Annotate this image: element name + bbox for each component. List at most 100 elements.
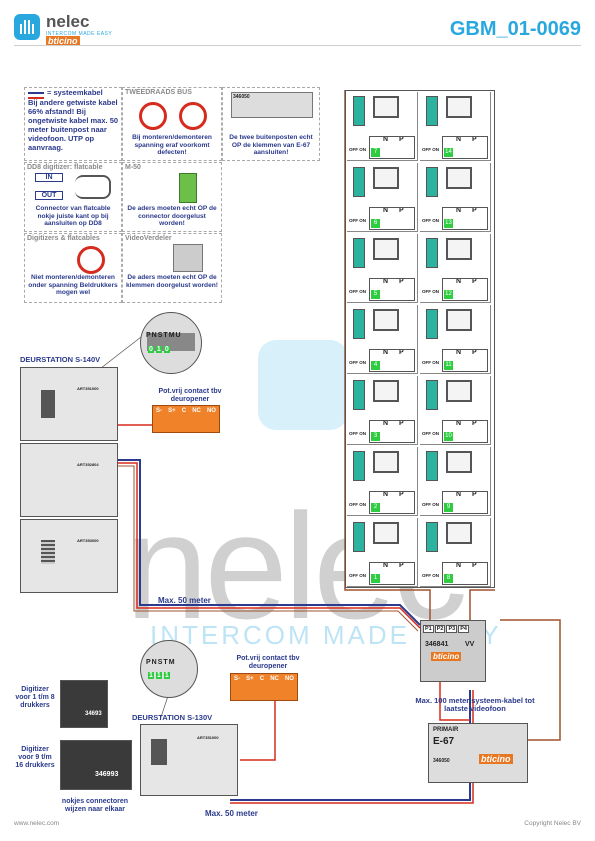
monitor-np-p: P [399, 278, 404, 285]
videoverdeler-title: VideoVerdeler [125, 235, 172, 242]
dd8-title: DD8 digitizer: flatcable [27, 164, 103, 171]
wire-top-red [100, 462, 421, 629]
door-top-label: DEURSTATION S-140V [20, 355, 101, 364]
door-bottom-values: 1 1 1 [148, 672, 170, 679]
monitor-np-p: P [472, 420, 477, 427]
footer-copyright: Copyright Nelec BV [524, 820, 581, 827]
monitor-floor-number: 5 [371, 290, 380, 299]
splitter-vv: VV [465, 641, 475, 648]
door-top-module-3-code: ART353000 [77, 538, 99, 543]
monitor-np-n: N [383, 136, 389, 143]
contact-bottom-c: C [259, 676, 265, 682]
monitor-floor-number: 9 [444, 503, 453, 512]
monitor-screen [373, 238, 399, 260]
monitor-switch: OFF ON [349, 431, 366, 436]
monitor-floor-number: 1 [371, 574, 380, 583]
monitor-terminal-strip [426, 522, 438, 552]
monitor-terminal-strip [426, 309, 438, 339]
door-bottom-term-s: S [157, 659, 163, 666]
door-bottom-zoom [140, 640, 198, 698]
dd8-in-label: IN [35, 173, 63, 182]
monitor-np-n: N [383, 349, 389, 356]
door-top-module-1-code: ART351000 [77, 386, 99, 391]
monitor-screen [446, 380, 472, 402]
door-bottom-contact-label: Pot.vrij contact tbv deuropener [236, 655, 300, 670]
tweedraads-text: Bij monteren/demonteren spanning eraf vo… [132, 134, 212, 156]
monitor-screen [446, 238, 472, 260]
monitor-np-n: N [456, 491, 462, 498]
panel-digitizers: Digitizers & flatcables Niet monteren/de… [24, 233, 122, 303]
monitor-screen [373, 522, 399, 544]
monitor-np-n: N [456, 136, 462, 143]
monitor-np-p: P [472, 278, 477, 285]
monitor-np-box [369, 278, 415, 301]
monitor-switch: OFF ON [349, 502, 366, 507]
monitor-np-box [369, 562, 415, 585]
panel-dd8: DD8 digitizer: flatcable IN OUT Connecto… [24, 162, 122, 232]
tweedraads-title: TWEEDRAADS BUS [125, 89, 192, 96]
monitor-np-box [442, 420, 488, 443]
monitor-switch: OFF ON [349, 218, 366, 223]
monitor-terminal-strip [353, 522, 365, 552]
no-plug-icon [179, 102, 207, 130]
footer-website: www.nelec.com [14, 820, 60, 827]
door-bottom-module-code: ART351000 [197, 735, 219, 740]
monitor-np-n: N [456, 349, 462, 356]
monitor-floor-number: 11 [444, 361, 453, 370]
monitor-np-box [442, 491, 488, 514]
monitor-screen [373, 451, 399, 473]
panel-buitenposten: 346050 De twee buitenposten echt OP de k… [222, 87, 320, 161]
monitor-np-p: P [399, 562, 404, 569]
panel-m50: M-50 De aders moeten echt OP de connecto… [122, 162, 222, 232]
monitor-np-box [442, 562, 488, 585]
monitor-floor-number: 3 [371, 432, 380, 441]
monitor-screen [373, 96, 399, 118]
power-model: E-67 [433, 736, 455, 747]
monitor-np-p: P [399, 349, 404, 356]
monitor-switch: OFF ON [422, 289, 439, 294]
wire-splitter-right [469, 589, 495, 622]
contact-top-c: C [181, 408, 187, 414]
door-bottom-val-1: 1 [155, 672, 162, 679]
door-top-contact-block: S- S+ C NC NO [152, 405, 220, 433]
monitor-switch: OFF ON [422, 502, 439, 507]
monitor-np-box [442, 349, 488, 372]
monitor-screen [446, 96, 472, 118]
door-top-term-u: U [175, 332, 181, 339]
buitenposten-text: De twee buitenposten echt OP de klemmen … [229, 134, 313, 156]
brand-tagline: INTERCOM MADE EASY [46, 31, 113, 37]
contact-bottom-s-minus: S- [234, 676, 241, 682]
monitor-np-box [369, 207, 415, 230]
partner-logo: bticino [46, 36, 80, 46]
monitor-screen [373, 167, 399, 189]
keypad-icon [41, 390, 55, 418]
wire-power-back [500, 619, 561, 741]
door-top-values: 0 1 0 [148, 346, 170, 353]
no-hand-icon [77, 246, 105, 274]
monitor-np-n: N [456, 562, 462, 569]
dd8-text: Connector van flatcable nokje juiste kan… [35, 205, 111, 227]
digitizer-note: nokjes connectoren wijzen naar elkaar [61, 798, 129, 813]
door-top-module-3: ART353000 [20, 519, 118, 593]
e67-module-icon [231, 92, 313, 118]
door-top-contact-label: Pot.vrij contact tbv deuropener [158, 388, 222, 403]
digitizer-2-code: 346993 [95, 771, 119, 778]
door-bottom-val-0: 1 [148, 672, 154, 679]
monitor-switch: OFF ON [349, 573, 366, 578]
header-divider [14, 45, 581, 46]
door-bottom-term-m: M [168, 659, 175, 666]
nelec-logo: nelec INTERCOM MADE EASY bticino [14, 12, 134, 46]
monitor-np-n: N [456, 420, 462, 427]
monitor-terminal-strip [426, 96, 438, 126]
nelec-logo-icon [14, 14, 40, 40]
door-top-term-t: T [163, 332, 168, 339]
wire-splitter-power [439, 680, 470, 721]
splitter-brand: bticino [431, 652, 462, 661]
buitenposten-device: 346050 [233, 94, 250, 100]
digitizer-2-label: Digitizer voor 9 t/m 16 drukkers [15, 746, 55, 769]
power-supply-e67: PRIMAIR E-67 346050 bticino [428, 723, 528, 783]
